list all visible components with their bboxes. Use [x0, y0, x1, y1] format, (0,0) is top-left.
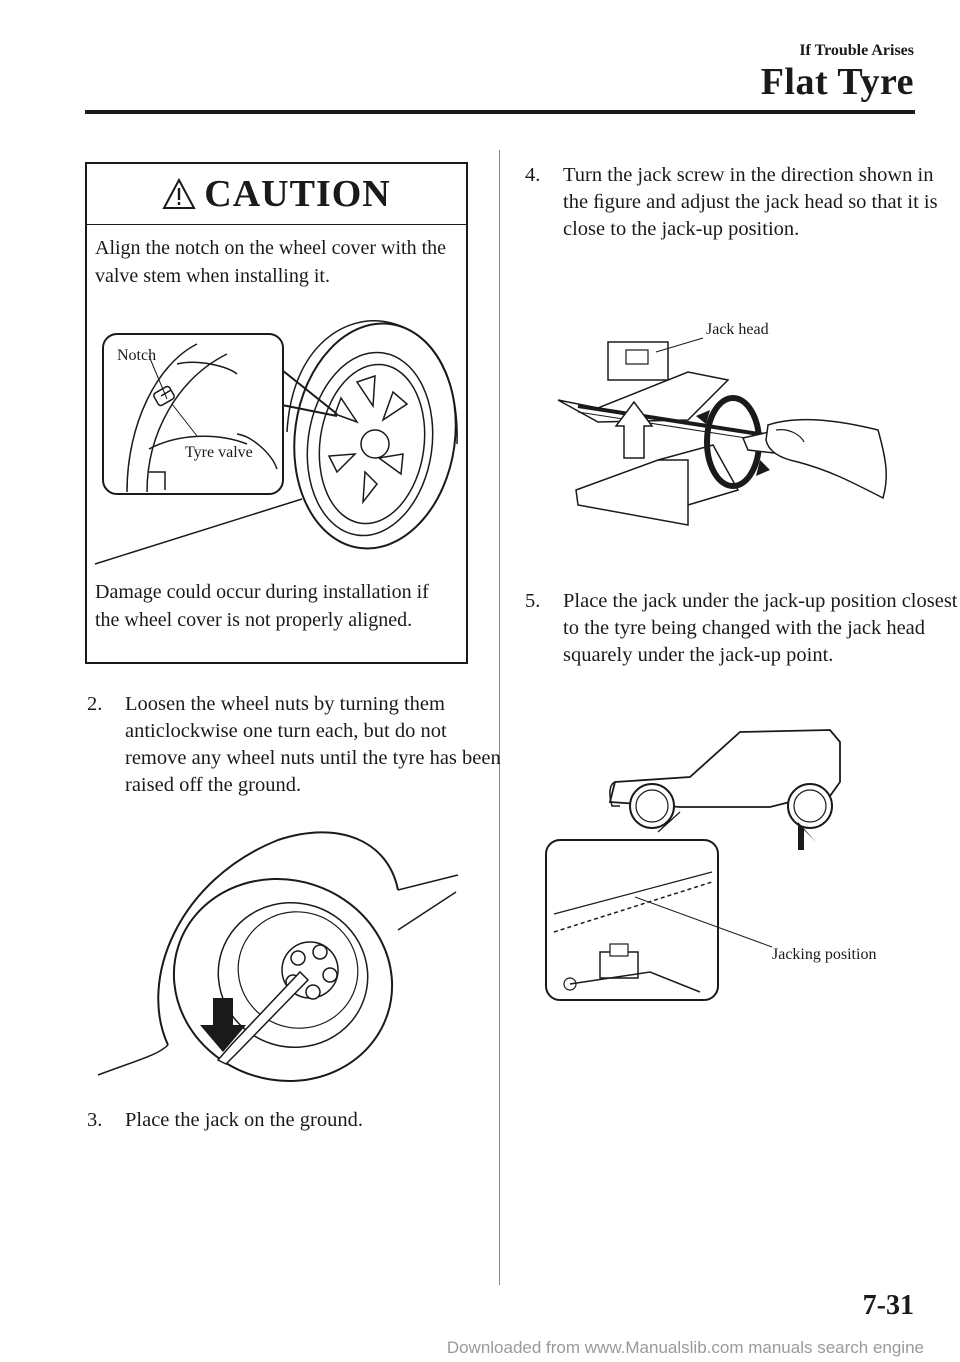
step-2: 2. Loosen the wheel nuts by turning them …: [87, 691, 505, 799]
caution-header: CAUTION: [87, 164, 466, 225]
column-divider: [499, 150, 500, 1285]
step-4: 4. Turn the jack screw in the direction s…: [525, 162, 958, 243]
step-number: 3.: [87, 1109, 103, 1131]
step-text: Loosen the wheel nuts by turning them an…: [125, 693, 501, 796]
caution-box: CAUTION Align the notch on the wheel cov…: [85, 162, 468, 664]
step-number: 4.: [525, 164, 541, 186]
step-text: Place the jack under the jack-up positio…: [563, 590, 958, 666]
step-text: Turn the jack screw in the direction sho…: [563, 164, 938, 240]
wheel-cover-illustration: [94, 320, 458, 565]
warning-triangle-icon: [162, 177, 196, 209]
page-number: 7-31: [862, 1290, 914, 1321]
section-label: If Trouble Arises: [799, 42, 914, 59]
wheel-nut-illustration: [97, 831, 459, 1082]
header-rule: [85, 110, 915, 114]
jacking-position-label: Jacking position: [772, 946, 877, 963]
step-text: Place the jack on the ground.: [125, 1109, 363, 1131]
notch-label: Notch: [117, 347, 157, 364]
watermark: Downloaded from www.Manualslib.com manua…: [446, 1338, 924, 1357]
step-3: 3. Place the jack on the ground.: [87, 1107, 505, 1134]
caution-text-top: Align the notch on the wheel cover with …: [95, 237, 447, 287]
tyre-valve-label: Tyre valve: [185, 444, 253, 461]
step-5: 5. Place the jack under the jack-up posit…: [525, 588, 958, 669]
jacking-position-illustration: [545, 729, 841, 1001]
jack-head-label: Jack head: [706, 321, 769, 338]
caution-title: CAUTION: [204, 173, 391, 215]
jack-illustration: [557, 337, 888, 526]
step-number: 2.: [87, 693, 103, 715]
caution-text-bottom: Damage could occur during installation i…: [95, 581, 429, 631]
step-number: 5.: [525, 590, 541, 612]
chapter-title: Flat Tyre: [760, 61, 914, 103]
